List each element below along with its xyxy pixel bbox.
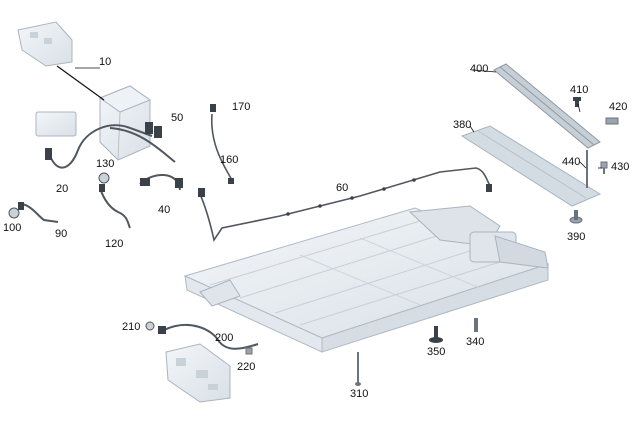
part-100-grommet [8, 207, 20, 219]
callout-410: 410 [570, 84, 589, 96]
callout-40: 40 [158, 204, 171, 216]
callout-60: 60 [336, 182, 349, 194]
leader-lines [469, 69, 602, 169]
callout-20: 20 [56, 183, 69, 195]
part-20-cable [35, 111, 153, 169]
callout-400: 400 [470, 63, 489, 75]
callout-120: 120 [105, 238, 124, 250]
callout-340: 340 [466, 336, 485, 348]
callout-170: 170 [232, 101, 251, 113]
part-310-bolt [355, 352, 361, 386]
callout-430: 430 [611, 161, 630, 173]
part-350-mount [429, 326, 443, 343]
part-40-cable [139, 174, 183, 191]
part-220-bolt [245, 347, 253, 355]
part-50-connectors [109, 122, 176, 163]
callout-160: 160 [220, 154, 239, 166]
part-200-cable [158, 324, 259, 350]
callout-440: 440 [562, 156, 581, 168]
callout-380: 380 [453, 119, 472, 131]
part-10-cover [17, 21, 73, 67]
part-90-cable [18, 202, 59, 223]
part-400-rail [493, 63, 601, 149]
part-130-grommet [98, 172, 110, 184]
callout-210: 210 [122, 321, 141, 333]
part-10-junction-box [56, 65, 152, 161]
callout-310: 310 [350, 388, 369, 400]
callout-220: 220 [237, 361, 256, 373]
callout-50: 50 [171, 112, 184, 124]
callout-200: 200 [215, 332, 234, 344]
part-430-bolt [600, 161, 608, 174]
battery-pack [183, 205, 550, 353]
part-420-bracket [605, 117, 619, 125]
part-170-clip [210, 104, 216, 112]
callout-390: 390 [567, 231, 586, 243]
callout-100: 100 [3, 222, 22, 234]
part-340-bolt [474, 318, 478, 332]
part-200-module [165, 343, 231, 403]
part-380-plate [460, 125, 602, 207]
callout-10: 10 [99, 56, 112, 68]
part-390-bolt [569, 210, 583, 224]
callout-420: 420 [609, 101, 628, 113]
callout-350: 350 [427, 346, 446, 358]
part-410-bolt [573, 97, 581, 107]
part-120-cable [99, 184, 131, 229]
part-160-cable [210, 113, 234, 184]
callout-130: 130 [96, 158, 115, 170]
callout-90: 90 [55, 228, 68, 240]
part-210-grommet [145, 321, 155, 331]
part-60-harness [198, 167, 492, 243]
